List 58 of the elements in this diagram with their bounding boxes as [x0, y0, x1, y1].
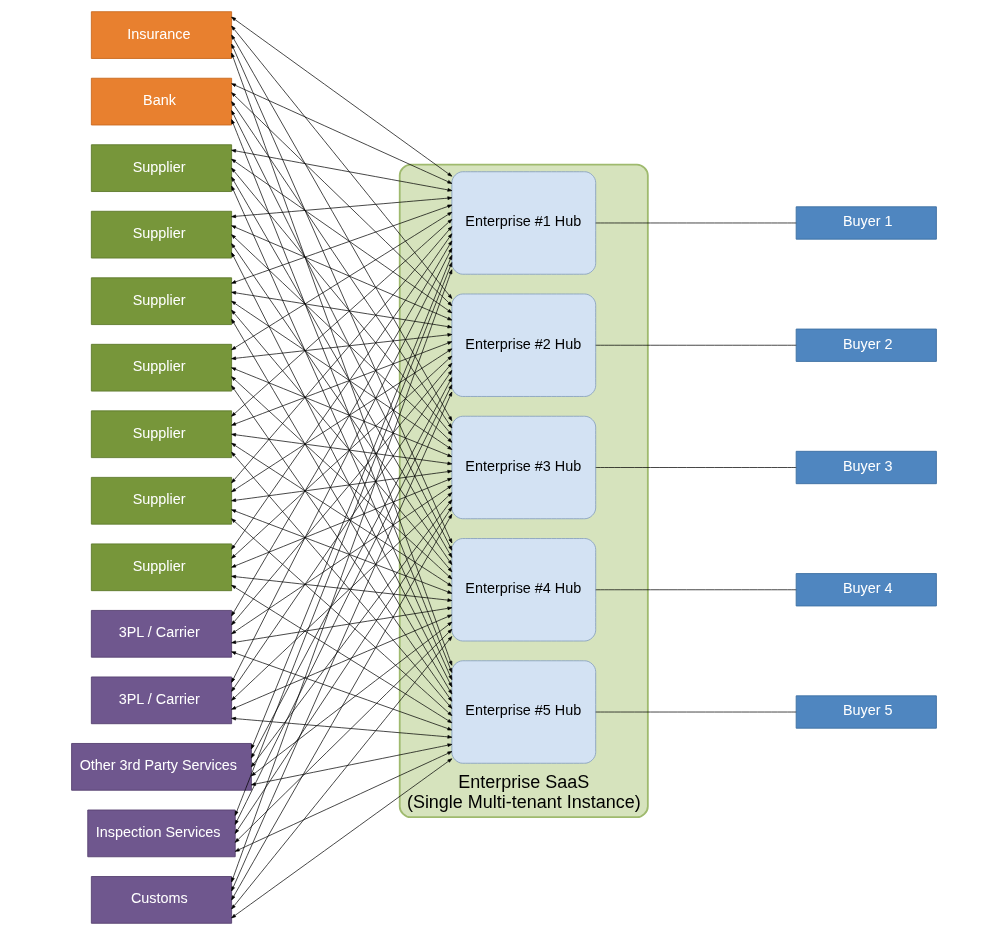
- arrow: [231, 196, 453, 219]
- arrow: [231, 149, 453, 192]
- arrow: [231, 16, 453, 177]
- arrow: [231, 614, 453, 710]
- arrow: [231, 391, 453, 892]
- arrow: [231, 513, 453, 901]
- arrow: [231, 758, 453, 919]
- arrow: [231, 34, 453, 422]
- arrow: [234, 751, 453, 852]
- arrow: [231, 509, 453, 594]
- arrow: [231, 225, 453, 321]
- arrow: [231, 341, 453, 426]
- arrow: [231, 367, 453, 458]
- arrow: [231, 518, 453, 716]
- arrow: [231, 362, 453, 626]
- arrow: [231, 25, 453, 299]
- connector: [595, 467, 797, 468]
- arrow: [231, 355, 453, 559]
- arrow: [231, 92, 453, 307]
- arrow: [231, 176, 453, 558]
- arrow: [231, 469, 453, 502]
- arrow: [231, 348, 453, 493]
- arrow: [231, 226, 453, 484]
- arrow: [231, 574, 453, 602]
- arrow: [231, 158, 453, 314]
- arrow: [231, 485, 453, 635]
- arrow: [251, 743, 453, 786]
- arrow: [231, 451, 453, 709]
- arrow: [231, 309, 453, 573]
- arrow: [231, 333, 453, 361]
- arrow: [251, 621, 453, 777]
- connector: [595, 589, 797, 591]
- arrow: [234, 384, 453, 825]
- arrow: [231, 636, 453, 910]
- arrow: [231, 219, 453, 417]
- arrow: [231, 167, 453, 436]
- arrow: [231, 204, 453, 284]
- arrow: [231, 716, 453, 739]
- arrow: [231, 291, 453, 329]
- arrow: [231, 477, 453, 568]
- arrow: [231, 101, 453, 429]
- arrow: [231, 234, 453, 443]
- arrow: [231, 211, 453, 351]
- arrow: [231, 492, 453, 701]
- arrow: [231, 584, 453, 724]
- arrow: [231, 651, 453, 731]
- arrow: [234, 506, 453, 834]
- arrow: [231, 442, 453, 587]
- arrow: [234, 628, 453, 843]
- arrow: [231, 376, 453, 580]
- arrow: [251, 377, 453, 759]
- arrow: [231, 606, 453, 644]
- arrow: [231, 433, 453, 466]
- arrow: [251, 255, 453, 750]
- arrow: [231, 83, 453, 184]
- arrow: [251, 499, 453, 768]
- arrow: [231, 300, 453, 450]
- connector: [595, 344, 797, 346]
